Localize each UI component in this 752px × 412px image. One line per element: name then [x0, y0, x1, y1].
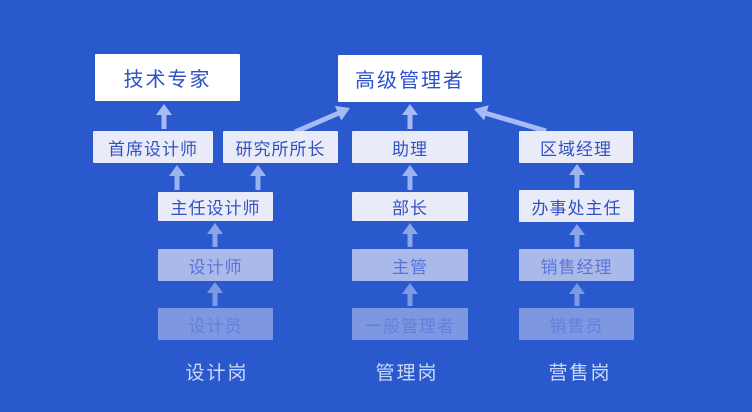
node-director-designer: 主任设计师 — [158, 192, 273, 221]
arrow-director-designer-to-institute-director — [250, 165, 266, 190]
arrow-assistant-to-senior-manager — [402, 104, 418, 129]
node-tech-expert: 技术专家 — [95, 54, 240, 101]
arrow-chief-designer-to-tech-expert — [156, 104, 172, 129]
node-supervisor: 主管 — [352, 249, 468, 281]
node-institute-director: 研究所所长 — [223, 131, 338, 163]
arrow-supervisor-to-minister — [402, 223, 418, 247]
arrow-office-director-to-regional-manager — [569, 164, 585, 188]
node-regional-manager: 区域经理 — [519, 131, 633, 163]
arrow-minister-to-assistant — [402, 165, 418, 190]
arrow-sales-manager-to-office-director — [569, 224, 585, 247]
node-salesperson: 销售员 — [519, 308, 634, 340]
arrow-director-designer-to-chief-designer — [169, 165, 185, 190]
arrow-junior-designer-to-designer — [207, 282, 223, 306]
node-senior-manager: 高级管理者 — [338, 55, 482, 102]
arrow-regional-manager-to-senior-manager — [474, 105, 547, 134]
node-sales-manager: 销售经理 — [519, 249, 634, 281]
arrow-designer-to-director-designer — [207, 223, 223, 247]
arrow-institute-director-to-senior-manager — [294, 105, 350, 135]
column-label-sales: 营售岗 — [548, 362, 612, 384]
node-minister: 部长 — [352, 192, 468, 221]
node-general-manager: 一般管理者 — [352, 308, 468, 340]
column-label-management: 管理岗 — [375, 362, 439, 384]
node-office-director: 办事处主任 — [519, 190, 634, 222]
node-assistant: 助理 — [352, 131, 468, 163]
column-label-design: 设计岗 — [185, 362, 249, 384]
node-chief-designer: 首席设计师 — [93, 131, 213, 163]
node-junior-designer: 设计员 — [158, 308, 273, 340]
arrow-salesperson-to-sales-manager — [569, 283, 585, 306]
arrow-general-manager-to-supervisor — [402, 283, 418, 306]
node-designer: 设计师 — [158, 249, 273, 281]
